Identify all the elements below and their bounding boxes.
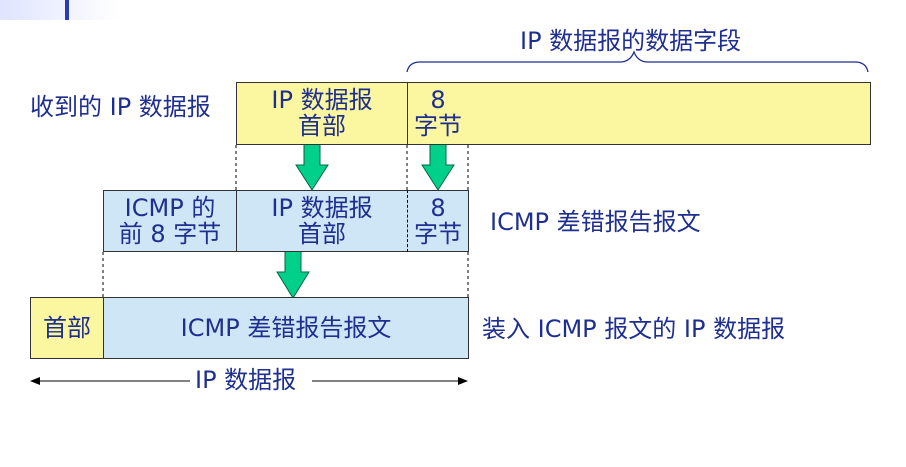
header-box: 首部 [30, 297, 104, 359]
ip-header-copy-line2: 首部 [298, 220, 346, 248]
encapsulated-label: 装入 ICMP 报文的 IP 数据报 [482, 315, 786, 343]
eight-bytes-top-line1: 8 [430, 86, 446, 114]
arrow-3 [276, 249, 310, 299]
received-label: 收到的 IP 数据报 [30, 93, 211, 121]
eight-bytes-top-line2: 字节 [414, 112, 462, 140]
arrow-1 [295, 142, 329, 191]
icmp-error-msg-label: ICMP 差错报告报文 [490, 208, 701, 236]
ip-header-box: IP 数据报 首部 [236, 82, 408, 145]
data-field-label: IP 数据报的数据字段 [520, 27, 742, 55]
eight-bytes-mid-line1: 8 [430, 194, 446, 222]
ip-header-line2: 首部 [298, 112, 346, 140]
arrow-2 [421, 142, 455, 191]
icmp-error-box: ICMP 差错报告报文 [103, 297, 469, 359]
corner-decoration [0, 0, 120, 20]
icmp-front-line1: ICMP 的 [124, 194, 216, 222]
icmp-front-line2: 前 8 字节 [118, 220, 222, 248]
data-rest-box [468, 82, 871, 145]
eight-bytes-box-mid: 8 字节 [407, 190, 469, 252]
corner-bar [65, 0, 69, 20]
ip-header-copy-box: IP 数据报 首部 [236, 190, 408, 252]
eight-bytes-box-top: 8 字节 [407, 82, 469, 145]
ip-header-line1: IP 数据报 [271, 86, 373, 114]
icmp-error-box-label: ICMP 差错报告报文 [180, 314, 392, 342]
ip-header-copy-line1: IP 数据报 [271, 194, 373, 222]
header-label: 首部 [43, 314, 91, 342]
brace [406, 50, 869, 73]
icmp-front-box: ICMP 的 前 8 字节 [103, 190, 237, 252]
ip-datagram-span-label: IP 数据报 [195, 366, 297, 394]
eight-bytes-mid-line2: 字节 [414, 220, 462, 248]
